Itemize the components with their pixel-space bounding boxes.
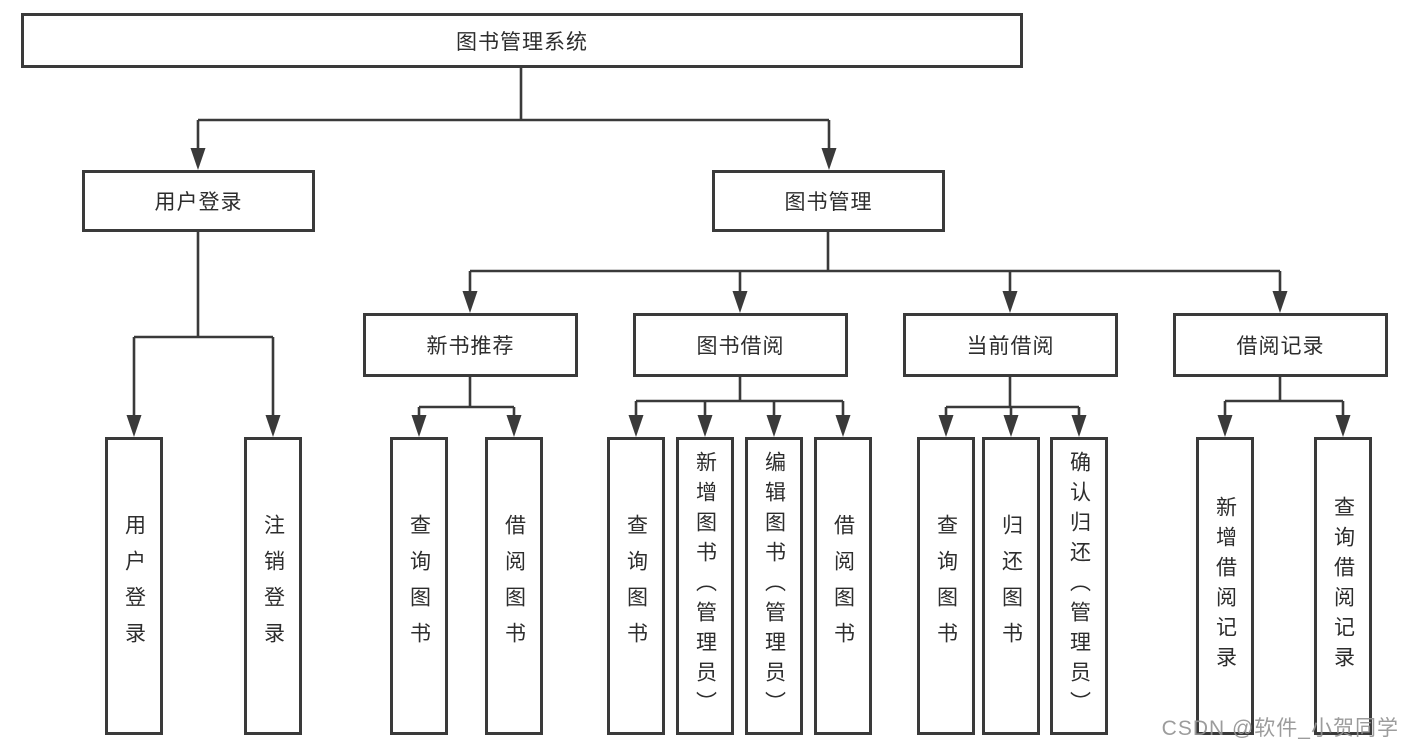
leaf-add-books-admin: 新增图书（管理员）: [676, 437, 734, 735]
leaf-query-books-recommend: 查询图书: [390, 437, 448, 735]
node-label: 借阅图书: [831, 514, 855, 658]
node-new-book-recommend: 新书推荐: [363, 313, 578, 377]
node-label: 图书借阅: [696, 335, 785, 358]
connector-borrowrecords-to-children: [1217, 377, 1351, 437]
node-label: 借阅图书: [502, 514, 526, 658]
leaf-return-books: 归还图书: [982, 437, 1040, 735]
node-label: 注销登录: [261, 514, 285, 658]
csdn-watermark: CSDN @软件_小贺同学: [1161, 717, 1399, 740]
node-label: 新书推荐: [426, 335, 515, 358]
node-label: 查询图书: [407, 514, 431, 658]
connector-newbookrec-to-children: [411, 377, 522, 437]
leaf-query-books-borrow: 查询图书: [607, 437, 665, 735]
node-borrow-records: 借阅记录: [1173, 313, 1388, 377]
node-label: 归还图书: [999, 514, 1023, 658]
node-label: 用户登录: [154, 191, 243, 214]
node-label: 查询借阅记录: [1331, 496, 1355, 676]
node-label: 查询图书: [624, 514, 648, 658]
connector-userlogin-to-children: [126, 232, 281, 437]
leaf-query-books-current: 查询图书: [917, 437, 975, 735]
node-label: 图书管理: [784, 191, 873, 214]
leaf-user-login: 用户登录: [105, 437, 163, 735]
leaf-confirm-return-admin: 确认归还（管理员）: [1050, 437, 1108, 735]
leaf-add-borrow-record: 新增借阅记录: [1196, 437, 1254, 735]
leaf-borrow-books: 借阅图书: [814, 437, 872, 735]
leaf-edit-books-admin: 编辑图书（管理员）: [745, 437, 803, 735]
connector-bookborrow-to-children: [628, 377, 851, 437]
node-label: 当前借阅: [966, 335, 1055, 358]
leaf-logout: 注销登录: [244, 437, 302, 735]
leaf-query-borrow-record: 查询借阅记录: [1314, 437, 1372, 735]
node-label: 编辑图书（管理员）: [762, 451, 786, 721]
node-label: 确认归还（管理员）: [1067, 451, 1091, 721]
node-library-management-system: 图书管理系统: [21, 13, 1023, 68]
node-current-borrow: 当前借阅: [903, 313, 1118, 377]
connector-currentborrow-to-children: [938, 377, 1087, 437]
connector-root-to-level2: [190, 68, 837, 170]
node-label: 新增图书（管理员）: [693, 451, 717, 721]
node-book-management: 图书管理: [712, 170, 945, 232]
node-user-login: 用户登录: [82, 170, 315, 232]
connector-bookmgmt-to-level3: [462, 232, 1288, 313]
node-label: 新增借阅记录: [1213, 496, 1237, 676]
leaf-borrow-books-recommend: 借阅图书: [485, 437, 543, 735]
node-book-borrow: 图书借阅: [633, 313, 848, 377]
node-label: 用户登录: [122, 514, 146, 658]
node-label: 查询图书: [934, 514, 958, 658]
node-label: 借阅记录: [1236, 335, 1325, 358]
node-label: 图书管理系统: [456, 30, 588, 54]
